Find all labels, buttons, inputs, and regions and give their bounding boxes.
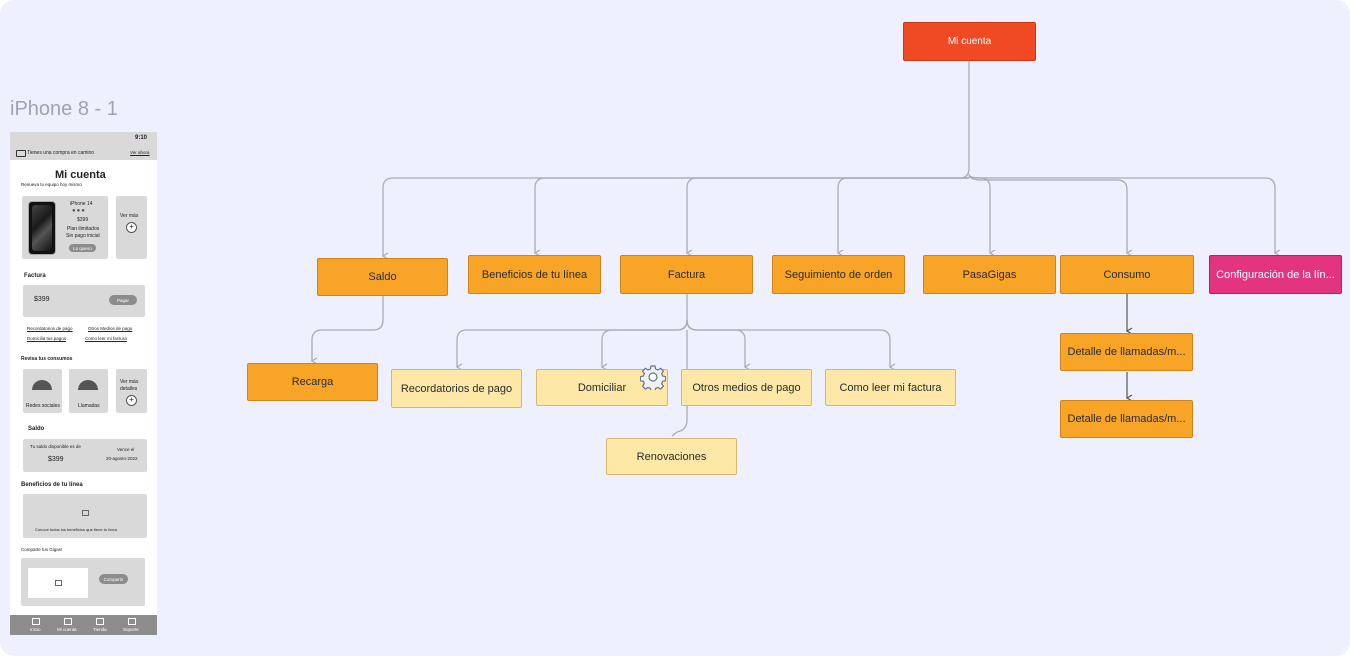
nav-tienda[interactable]: Tienda <box>93 627 107 632</box>
node-detalle-2[interactable]: Detalle de llamadas/m... <box>1060 400 1193 438</box>
page-subtitle: Renueva tu equipo hoy mismo <box>21 182 82 187</box>
image-icon <box>82 510 89 516</box>
saldo-expires: Vence el <box>117 447 135 452</box>
promo-no-payment: Sin pago inicial <box>66 233 100 239</box>
node-detalle-1[interactable]: Detalle de llamadas/m... <box>1060 333 1193 371</box>
connector-factura <box>685 177 969 257</box>
saldo-available: Tu saldo disponible es de <box>30 444 81 449</box>
consumo-card-llamadas[interactable]: Llamadas <box>69 369 108 413</box>
see-more-label: Ver más <box>120 213 139 219</box>
connector-configuracion <box>968 176 1281 257</box>
promo-price: $399 <box>77 217 89 223</box>
promo-model: iPhone 14 <box>70 201 93 207</box>
connector-saldo <box>381 177 969 260</box>
support-icon[interactable] <box>128 618 136 625</box>
store-icon[interactable] <box>96 618 104 625</box>
compartir-card: Compartir <box>21 558 145 606</box>
connector-consumo <box>968 175 1133 257</box>
promo-cta-button[interactable]: Lo quiero <box>69 244 96 252</box>
beneficios-heading: Beneficios de tu línea <box>21 482 83 488</box>
see-more-card[interactable]: Ver más + <box>116 196 147 259</box>
connector-root-trunk <box>959 61 970 179</box>
plus-icon[interactable]: + <box>126 395 137 406</box>
color-dots: ●●● <box>72 208 86 214</box>
node-renovaciones[interactable]: Renovaciones <box>606 438 737 475</box>
pay-button[interactable]: Pagar <box>109 295 137 305</box>
consumo-more-card[interactable]: Ver más detalles + <box>116 369 147 413</box>
frame-label: iPhone 8 - 1 <box>10 98 118 120</box>
banner-link[interactable]: Ver ahora <box>130 150 150 155</box>
link-recordatorios[interactable]: Recordatorios de pago <box>27 326 73 331</box>
node-recordatorios[interactable]: Recordatorios de pago <box>391 369 522 408</box>
more-line2: detalles <box>120 386 138 392</box>
link-domicilia[interactable]: Domicilia tus pagos <box>27 336 67 341</box>
consumo-llamadas-label: Llamadas <box>78 403 100 409</box>
home-icon[interactable] <box>32 618 40 625</box>
compartir-heading: Comparte tus Gigas! <box>21 547 63 552</box>
nav-inicio[interactable]: Inicio <box>30 627 41 632</box>
link-otros-medios[interactable]: Otros Medios de pago <box>88 326 133 331</box>
node-otros-medios[interactable]: Otros medios de pago <box>681 369 812 406</box>
connector-domiciliar <box>600 319 688 371</box>
compartir-image <box>28 568 88 598</box>
connector-renovaciones <box>671 330 688 437</box>
promo-plan: Plan ilimitados <box>67 226 100 232</box>
node-recarga[interactable]: Recarga <box>247 363 378 401</box>
saldo-heading: Saldo <box>28 426 45 432</box>
connector-pasagigas <box>968 173 996 257</box>
plus-icon[interactable]: + <box>126 222 137 233</box>
bottom-nav: Inicio Mi cuenta Tienda Soporte <box>10 615 157 635</box>
node-saldo[interactable]: Saldo <box>317 258 448 296</box>
consumo-card-social[interactable]: Redes sociales <box>23 369 62 413</box>
node-pasagigas[interactable]: PasaGigas <box>923 255 1056 294</box>
page-title: Mi cuenta <box>55 169 106 181</box>
node-factura[interactable]: Factura <box>620 255 753 294</box>
more-line1: Ver más <box>120 379 139 385</box>
factura-heading: Factura <box>24 273 46 279</box>
node-configuracion[interactable]: Configuración de la lín... <box>1209 255 1342 294</box>
truck-icon <box>16 150 26 157</box>
share-button[interactable]: Compartir <box>99 574 128 584</box>
node-mi-cuenta[interactable]: Mi cuenta <box>903 22 1036 61</box>
connector-seguimiento <box>836 177 969 257</box>
status-time: 9:10 <box>134 135 147 141</box>
nav-mi-cuenta[interactable]: Mi cuenta <box>57 627 77 632</box>
link-como-leer[interactable]: Como leer mi factura <box>85 336 127 341</box>
node-beneficios[interactable]: Beneficios de tu línea <box>468 255 601 294</box>
node-consumo[interactable]: Consumo <box>1060 255 1194 294</box>
consumos-heading: Revisa tus consumos <box>21 356 73 362</box>
saldo-card: Tu saldo disponible es de $399 Vence el … <box>23 439 147 472</box>
beneficios-text: Conoce todos los beneficios que tiene tu… <box>35 527 117 532</box>
phone-image <box>28 201 56 255</box>
node-seguimiento[interactable]: Seguimiento de orden <box>772 255 905 294</box>
chart-icon <box>78 380 98 390</box>
gear-icon[interactable] <box>640 364 666 390</box>
factura-card: $399 Pagar <box>23 285 145 317</box>
connector-beneficios <box>533 177 969 257</box>
image-icon <box>55 580 62 586</box>
nav-soporte[interactable]: Soporte <box>123 627 139 632</box>
order-banner[interactable]: Tienes una compra en camino Ver ahora <box>10 146 157 160</box>
saldo-amount: $399 <box>48 456 64 463</box>
chart-icon <box>32 380 52 390</box>
connector-como-leer <box>686 319 896 371</box>
banner-text: Tienes una compra en camino <box>27 150 95 156</box>
connector-otros-medios <box>686 319 751 371</box>
account-icon[interactable] <box>64 618 72 625</box>
connector-recarga <box>310 296 384 365</box>
beneficios-card[interactable]: Conoce todos los beneficios que tiene tu… <box>23 494 147 538</box>
consumo-social-label: Redes sociales <box>26 403 60 409</box>
saldo-date: 20-agosto-2022 <box>106 456 138 461</box>
node-como-leer[interactable]: Como leer mi factura <box>825 369 956 406</box>
phone-wireframe: 9:10 Tienes una compra en camino Ver aho… <box>10 132 157 635</box>
promo-card[interactable]: iPhone 14 ●●● $399 Plan ilimitados Sin p… <box>22 196 108 259</box>
status-bar: 9:10 <box>10 132 157 146</box>
factura-amount: $399 <box>34 296 50 303</box>
